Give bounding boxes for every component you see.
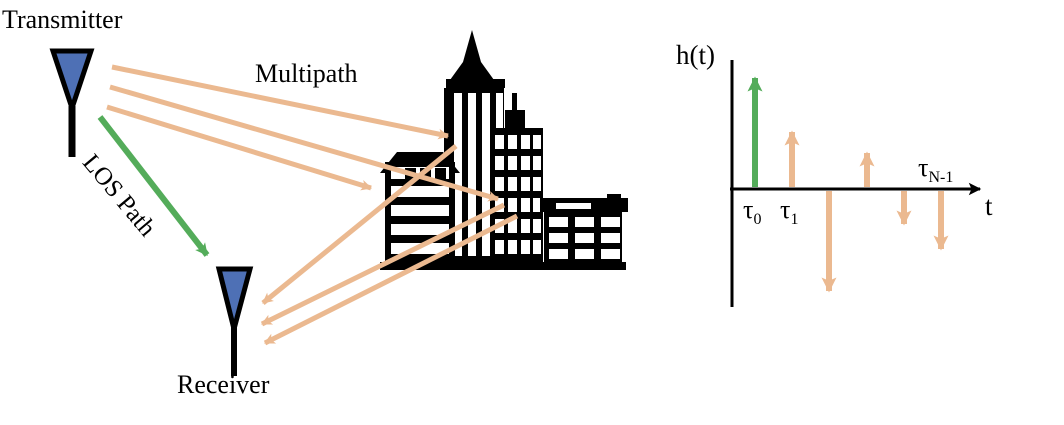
multipath-ray-tx-to-tower xyxy=(111,64,450,140)
receiver-label: Receiver xyxy=(177,370,270,399)
impulse-layer xyxy=(747,76,949,293)
los-ray xyxy=(97,115,210,257)
multipath-ray-tx-to-house xyxy=(106,104,373,191)
tauN1-tick-label: τN-1 xyxy=(918,154,953,187)
tau1-sub: 1 xyxy=(790,211,799,228)
tauN1-sub: N-1 xyxy=(928,169,954,186)
receiver-antenna-icon xyxy=(215,266,254,376)
tau1-tick-label: τ1 xyxy=(780,196,798,229)
transmitter-label: Transmitter xyxy=(2,5,123,34)
transmitter-antenna-icon xyxy=(49,48,95,157)
multipath-ray-midbuilding-to-rx-1 xyxy=(260,202,506,327)
tau1-base: τ xyxy=(780,195,791,224)
tau0-tick-label: τ0 xyxy=(743,196,761,229)
multipath-ray-midbuilding-to-rx-2 xyxy=(263,213,519,346)
multipath-ray-tx-to-midbuilding xyxy=(109,84,500,202)
city-buildings-icon xyxy=(380,30,628,270)
plot-xlabel: t xyxy=(985,191,993,221)
tauN1-base: τ xyxy=(918,153,929,182)
impulse-response-plot xyxy=(730,60,982,307)
rays-layer xyxy=(97,64,519,346)
tau0-sub: 0 xyxy=(753,211,762,228)
multipath-ray-tower-to-rx xyxy=(261,144,458,305)
multipath-label: Multipath xyxy=(255,59,358,88)
tau0-base: τ xyxy=(743,195,754,224)
plot-ylabel: h(t) xyxy=(676,40,715,70)
